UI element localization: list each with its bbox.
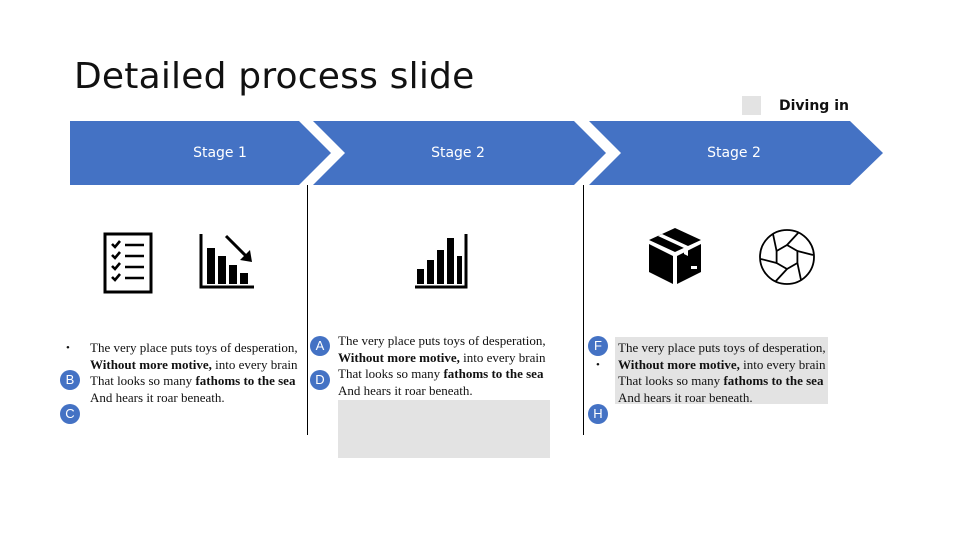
marker-badge-a: A xyxy=(310,336,330,356)
bullet-marker: • xyxy=(596,358,600,371)
list-item: • The very place puts toys of desperatio… xyxy=(66,340,305,357)
legend-swatch xyxy=(742,96,761,115)
paragraph-text: That looks so many xyxy=(338,366,444,381)
stage-2-text: The very place puts toys of desperation,… xyxy=(316,333,553,399)
stage-1-chevron[interactable] xyxy=(70,121,331,185)
paragraph-text: The very place puts toys of desperation, xyxy=(90,340,298,355)
marker-badge-c: C xyxy=(60,404,80,424)
paragraph-bold-text: fathoms to the sea xyxy=(443,366,544,381)
paragraph-text: into every brain xyxy=(459,349,546,365)
stage-3-label: Stage 2 xyxy=(707,145,761,161)
checklist-icon xyxy=(103,232,153,294)
list-item: • Without more motive, into every brain xyxy=(596,356,828,374)
paragraph-bold-text: fathoms to the sea xyxy=(195,373,296,388)
stage-3-text: The very place puts toys of desperation,… xyxy=(596,340,828,406)
slide-title: Detailed process slide xyxy=(74,56,475,97)
camera-aperture-icon xyxy=(759,229,815,285)
list-item: The very place puts toys of desperation, xyxy=(618,340,828,357)
bar-chart-icon xyxy=(415,234,468,289)
stage-1-text: • The very place puts toys of desperatio… xyxy=(66,340,305,406)
highlight-box xyxy=(615,337,828,404)
column-divider xyxy=(307,185,308,435)
stage-3-chevron[interactable] xyxy=(589,121,883,185)
paragraph-text: The very place puts toys of desperation, xyxy=(338,333,546,348)
paragraph-text: And hears it roar beneath. xyxy=(90,389,225,405)
stage-2-chevron[interactable] xyxy=(313,121,606,185)
package-box-icon xyxy=(649,228,701,284)
paragraph-bold-text: Without more motive, xyxy=(338,349,460,365)
list-item: • That looks so many fathoms to the sea … xyxy=(316,366,553,399)
paragraph-text: And hears it roar beneath. xyxy=(618,389,753,405)
paragraph-text: into every brain xyxy=(739,356,826,372)
marker-badge-b: B xyxy=(60,370,80,390)
list-item: Without more motive, into every brain xyxy=(90,357,305,374)
paragraph-bold-text: Without more motive, xyxy=(618,356,740,372)
marker-badge-h: H xyxy=(588,404,608,424)
list-item: That looks so many fathoms to the sea An… xyxy=(618,373,828,406)
paragraph-text: The very place puts toys of desperation, xyxy=(618,340,826,355)
paragraph-text: That looks so many xyxy=(90,373,196,388)
paragraph-text: into every brain xyxy=(211,356,298,372)
bullet-marker: • xyxy=(66,342,70,354)
declining-bar-chart-icon xyxy=(199,234,254,289)
paragraph-bold-text: fathoms to the sea xyxy=(723,373,824,388)
highlight-box xyxy=(338,400,550,458)
paragraph-bold-text: Without more motive, xyxy=(90,356,212,372)
paragraph-text: And hears it roar beneath. xyxy=(338,382,473,398)
list-item: That looks so many fathoms to the sea An… xyxy=(90,373,305,406)
legend-label: Diving in xyxy=(779,98,849,114)
stage-1-label: Stage 1 xyxy=(193,145,247,161)
marker-badge-f: F xyxy=(588,336,608,356)
column-divider xyxy=(583,185,584,435)
stage-2-label: Stage 2 xyxy=(431,145,485,161)
paragraph-text: That looks so many xyxy=(618,373,724,388)
marker-badge-d: D xyxy=(310,370,330,390)
list-item: Without more motive, into every brain xyxy=(338,350,553,367)
list-item: The very place puts toys of desperation, xyxy=(338,333,553,350)
